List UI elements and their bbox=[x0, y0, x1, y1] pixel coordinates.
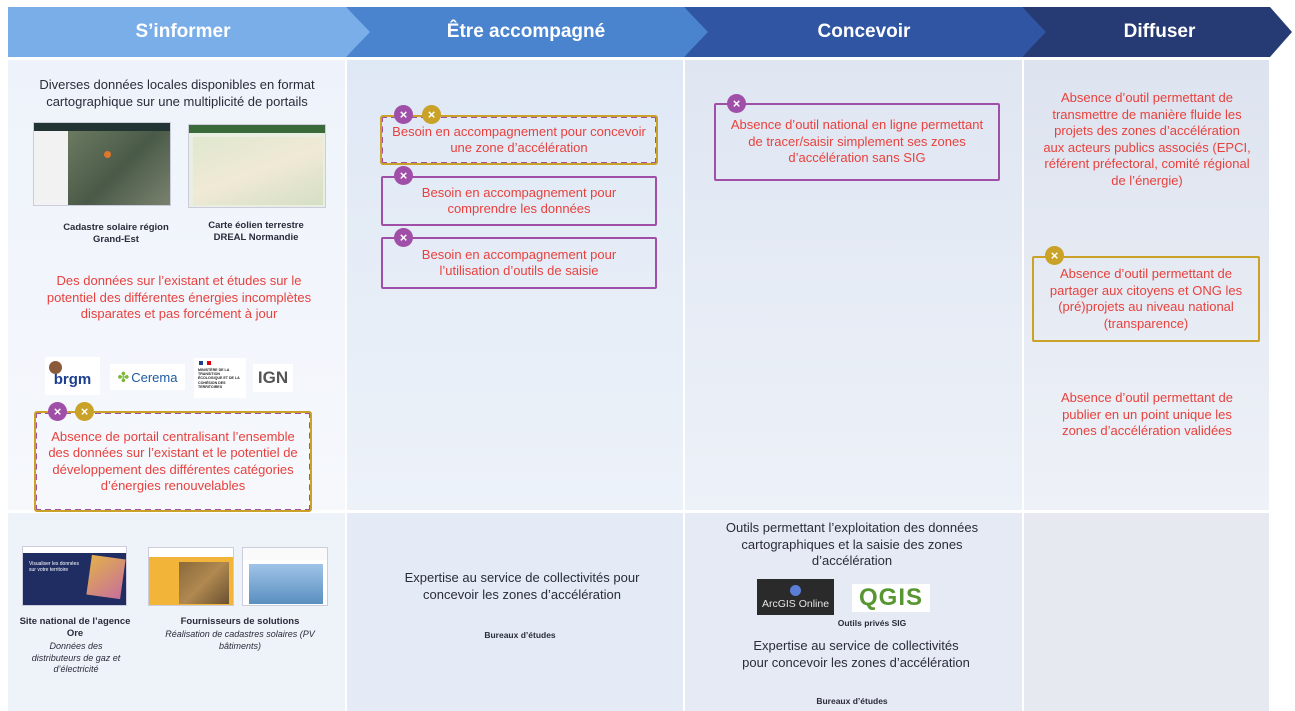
screen-photo-visual bbox=[249, 564, 323, 604]
chevron-shape bbox=[1022, 7, 1292, 57]
cerema-flower-icon: ✤ bbox=[117, 368, 130, 385]
cerema-logo-text: Cerema bbox=[131, 369, 178, 385]
brgm-logo-text: brgm bbox=[53, 370, 92, 388]
cross-gold-icon: × bbox=[422, 105, 441, 124]
col-accompagne-bottom bbox=[347, 513, 683, 711]
cross-gold-icon: × bbox=[1045, 246, 1064, 265]
map-area bbox=[193, 137, 323, 205]
col-concevoir-top bbox=[685, 60, 1022, 510]
step-concevoir: Concevoir bbox=[684, 7, 1048, 57]
portal-issue-box: Absence de portail centralisant l’ensemb… bbox=[34, 411, 312, 512]
cross-purple-icon: × bbox=[394, 228, 413, 247]
map-screenshot-normandie bbox=[188, 124, 326, 208]
map-header-bar bbox=[34, 123, 170, 131]
accompagne-box-outils: Besoin en accompagnement pour l’utilisat… bbox=[381, 237, 657, 289]
ore-title: Site national de l’agence Ore bbox=[19, 616, 131, 639]
diffuser-box-partager: Absence d’outil permettant de partager a… bbox=[1032, 256, 1260, 342]
concevoir-bottom-text1: Outils permettant l’exploitation des don… bbox=[725, 520, 979, 568]
step-label: Diffuser bbox=[1123, 21, 1196, 42]
map1-caption: Cadastre solaire région Grand-Est bbox=[63, 222, 169, 245]
arcgis-globe-icon bbox=[790, 584, 801, 596]
fournisseurs-title: Fournisseurs de solutions bbox=[180, 616, 300, 627]
ministere-logo-text: MINISTÈRE DE LA TRANSITION ÉCOLOGIQUE ET… bbox=[198, 368, 240, 389]
fournisseur-screenshot-1 bbox=[148, 547, 234, 606]
informer-intro: Diverses données locales disponibles en … bbox=[39, 77, 315, 109]
concevoir-box-text: Absence d’outil national en ligne permet… bbox=[730, 117, 984, 166]
accompagne-box-comprendre: Besoin en accompagnement pour comprendre… bbox=[381, 176, 657, 226]
arcgis-logo-text: ArcGIS Online bbox=[761, 597, 830, 610]
accompagne-box2-text: Besoin en accompagnement pour comprendre… bbox=[421, 184, 617, 217]
ign-logo-text: IGN bbox=[257, 368, 289, 387]
qgis-logo: QGIS bbox=[852, 584, 930, 612]
chevron-shape bbox=[8, 7, 372, 57]
col-informer-bottom bbox=[8, 513, 345, 711]
step-s-informer: S’informer bbox=[8, 7, 372, 57]
chevron-shape bbox=[346, 7, 710, 57]
screen-header-bar bbox=[149, 548, 233, 557]
concevoir-bottom-text2: Expertise au service de collectivités po… bbox=[742, 638, 970, 670]
accompagne-box3-text: Besoin en accompagnement pour l’utilisat… bbox=[421, 246, 617, 279]
ore-header-bar bbox=[23, 547, 126, 553]
ore-visual bbox=[86, 554, 126, 600]
ministere-logo: MINISTÈRE DE LA TRANSITION ÉCOLOGIQUE ET… bbox=[194, 358, 246, 398]
chevron-shape bbox=[684, 7, 1048, 57]
diffuser-text-transmettre: Absence d’outil permettant de transmettr… bbox=[1043, 90, 1251, 188]
cross-purple-icon: × bbox=[48, 402, 67, 421]
cross-purple-icon: × bbox=[727, 94, 746, 113]
map-pin-icon bbox=[104, 151, 111, 158]
diffuser-box-text: Absence d’outil permettant de partager a… bbox=[1049, 266, 1243, 331]
step-label: Être accompagné bbox=[446, 21, 606, 42]
screen-map-visual bbox=[179, 562, 229, 604]
col-diffuser-top bbox=[1024, 60, 1269, 510]
accompagne-box-concevoir: Besoin en accompagnement pour concevoir … bbox=[380, 115, 658, 165]
step-label: Concevoir bbox=[817, 21, 911, 42]
col-accompagne-top bbox=[347, 60, 683, 510]
accompagne-box1-text: Besoin en accompagnement pour concevoir … bbox=[392, 123, 646, 156]
fournisseur-screenshot-2 bbox=[242, 547, 328, 606]
cross-gold-icon: × bbox=[75, 402, 94, 421]
map-screenshot-grand-est bbox=[33, 122, 171, 206]
diffuser-text-publier: Absence d’outil permettant de publier en… bbox=[1061, 390, 1233, 438]
map-side-panel bbox=[34, 131, 68, 205]
map-header-bar bbox=[189, 125, 325, 133]
ore-site-screenshot: Visualiser les données sur votre territo… bbox=[22, 546, 127, 606]
map-area bbox=[68, 131, 170, 205]
step-etre-accompagne: Être accompagné bbox=[346, 7, 710, 57]
concevoir-box: Absence d’outil national en ligne permet… bbox=[714, 103, 1000, 181]
portal-issue-text: Absence de portail centralisant l’ensemb… bbox=[48, 428, 298, 494]
map2-caption: Carte éolien terrestre DREAL Normandie bbox=[208, 220, 304, 243]
step-diffuser: Diffuser bbox=[1022, 7, 1292, 57]
screen-header-bar bbox=[243, 548, 327, 560]
ign-logo: IGN bbox=[253, 364, 293, 392]
fournisseurs-subtitle: Réalisation de cadastres solaires (PV bâ… bbox=[165, 629, 315, 651]
arcgis-logo: ArcGIS Online bbox=[757, 579, 834, 615]
brgm-circle-icon bbox=[49, 361, 62, 374]
concevoir-bottom-label: Bureaux d’études bbox=[816, 696, 888, 706]
cross-purple-icon: × bbox=[394, 105, 413, 124]
ore-screen-text: Visualiser les données sur votre territo… bbox=[29, 561, 79, 573]
ore-subtitle: Données des distributeurs de gaz et d’él… bbox=[31, 641, 121, 674]
flag-icon bbox=[199, 361, 211, 365]
col-diffuser-bottom bbox=[1024, 513, 1269, 711]
cerema-logo: ✤ Cerema bbox=[110, 364, 185, 390]
qgis-logo-text: QGIS bbox=[858, 584, 923, 611]
data-issue-text: Des données sur l’existant et études sur… bbox=[46, 273, 312, 321]
outils-prives-label: Outils privés SIG bbox=[837, 618, 907, 628]
brgm-logo: brgm bbox=[45, 357, 100, 395]
step-label: S’informer bbox=[135, 21, 231, 42]
accompagne-bottom-label: Bureaux d’études bbox=[484, 630, 556, 640]
cross-purple-icon: × bbox=[394, 166, 413, 185]
accompagne-bottom-text: Expertise au service de collectivités po… bbox=[404, 570, 640, 602]
col-concevoir-bottom bbox=[685, 513, 1022, 711]
